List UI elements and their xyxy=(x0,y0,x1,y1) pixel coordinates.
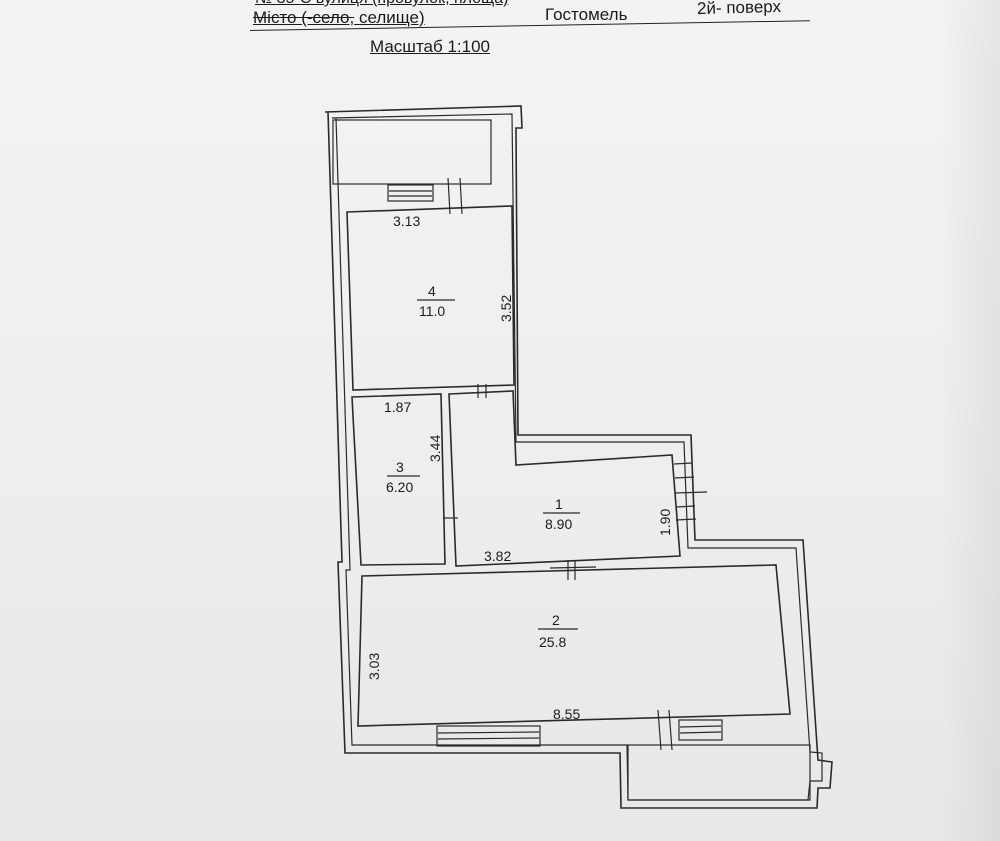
balcony-window xyxy=(387,184,434,202)
bottom-window-left xyxy=(436,725,541,747)
room-1-length: 1.90 xyxy=(657,509,673,536)
header-city-name: Гостомель xyxy=(545,5,628,24)
window-room1 xyxy=(673,462,693,465)
room-3-number: 3 xyxy=(396,459,404,475)
city-struck-text: Місто (-село, xyxy=(253,8,355,27)
header-city-type: Місто (-село, селище) xyxy=(253,8,425,28)
room-3-length: 3.44 xyxy=(427,435,443,462)
room-4-width: 3.13 xyxy=(393,213,420,229)
room-1-width: 3.82 xyxy=(484,548,511,564)
room-4-number: 4 xyxy=(428,283,436,299)
room-2-length: 3.03 xyxy=(366,653,382,680)
room-3-outline xyxy=(351,393,446,566)
room-1-outline xyxy=(448,390,681,567)
top-balcony xyxy=(332,119,492,185)
room-1-area: 8.90 xyxy=(545,516,572,532)
room-2-area: 25.8 xyxy=(539,634,566,650)
room-4-outline xyxy=(346,205,515,391)
room-4-area: 11.0 xyxy=(419,303,445,319)
header-scale: Масштаб 1:100 xyxy=(370,37,490,56)
inner-wall-line xyxy=(331,113,823,801)
bottom-window-right xyxy=(678,719,723,741)
balcony-door-mark xyxy=(657,709,662,751)
header-street-line: № 35-С вулиця (провулок, площа) xyxy=(255,0,508,8)
room-4-length: 3.52 xyxy=(498,295,514,322)
room-3-area: 6.20 xyxy=(386,479,413,495)
bottom-balcony xyxy=(627,744,811,801)
outer-wall xyxy=(324,105,833,809)
city-rest-text: селище) xyxy=(354,8,425,27)
room-3-width: 1.87 xyxy=(384,399,411,415)
room-1-number: 1 xyxy=(555,496,563,512)
room-2-number: 2 xyxy=(552,612,560,628)
room-2-width: 8.55 xyxy=(553,706,580,722)
room-2-outline xyxy=(357,564,791,727)
paper-shadow xyxy=(940,0,1000,841)
